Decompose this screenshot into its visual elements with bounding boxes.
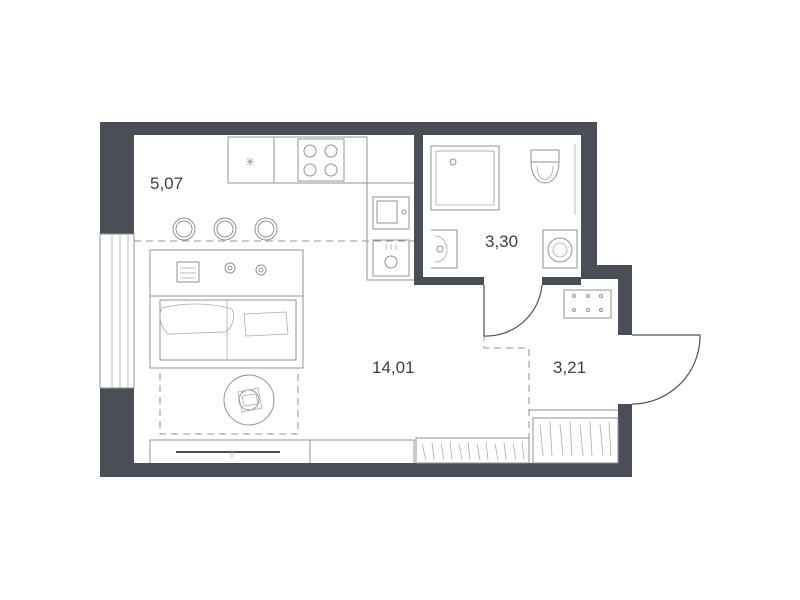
window [99, 233, 135, 389]
bathroom-door [483, 284, 543, 337]
walls [100, 122, 632, 477]
rug [159, 367, 299, 435]
svg-text:✳: ✳ [245, 155, 255, 169]
bar-stools [172, 217, 278, 241]
bathroom-area-label: 3,30 [485, 232, 518, 251]
coffee-table [223, 374, 275, 426]
washbasin-icon [431, 229, 458, 269]
wardrobe [415, 437, 530, 464]
hallway-area-label: 3,21 [553, 358, 586, 377]
washing-machine-icon [542, 229, 578, 269]
dishwasher-icon [372, 239, 410, 277]
tv-stand [149, 439, 415, 463]
sink-icon [372, 196, 410, 230]
bar-counter [149, 249, 304, 297]
hallway-divider [483, 286, 530, 438]
sofa [149, 295, 304, 369]
toilet-icon [530, 149, 560, 184]
kitchen-counter [227, 136, 414, 281]
cooktop-icon [297, 138, 345, 182]
kitchen-area-label: 5,07 [150, 174, 183, 193]
fridge-icon: ✳ [245, 155, 255, 169]
entrance-door [631, 334, 701, 405]
hallway-wardrobe [532, 417, 619, 464]
shower-tray [430, 145, 500, 211]
living-room-area-label: 14,01 [372, 358, 415, 377]
hallway-cabinet [563, 289, 612, 319]
